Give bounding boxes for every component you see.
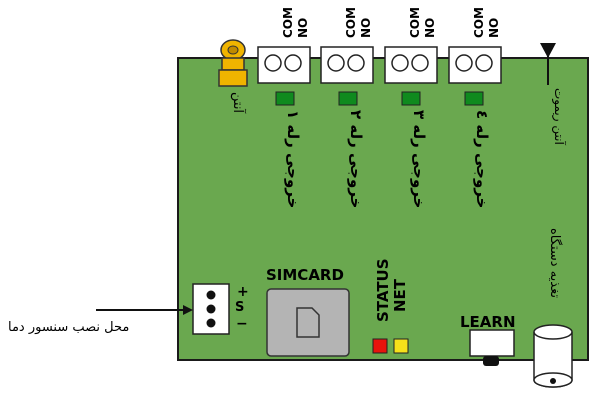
relay-4-com-label: COM: [472, 7, 486, 38]
remote-antenna-label: آنتن ریموت: [552, 88, 566, 145]
sensor-caption: محل نصب سنسور دما: [8, 320, 130, 335]
sensor-minus-label: −: [236, 316, 248, 332]
relay-1-output-label: خروجی رله ۱: [284, 110, 302, 209]
sensor-s-label: S: [235, 300, 245, 315]
learn-button: [469, 329, 515, 366]
relay-2-no-label: NO: [359, 17, 373, 38]
power-jack-icon: [533, 324, 573, 388]
relay-4-output-label: خروجی رله ٤: [473, 110, 491, 209]
relay-1-no-label: NO: [296, 17, 310, 38]
sensor-plus-label: +: [237, 284, 249, 300]
relay-led-1: [275, 91, 295, 106]
relay-1-com-label: COM: [281, 7, 295, 38]
sensor-connector: [192, 283, 230, 335]
relay-2-output-label: خروجی رله ۲: [347, 110, 365, 209]
net-led-yellow: [393, 338, 409, 354]
net-label: NET: [391, 278, 409, 312]
simcard-label: SIMCARD: [266, 266, 344, 284]
relay-terminal-3: [384, 46, 438, 84]
pcb-board: [177, 57, 589, 361]
relay-3-com-label: COM: [408, 7, 422, 38]
relay-terminal-1: [257, 46, 311, 84]
relay-4-no-label: NO: [487, 17, 501, 38]
simcard-slot: [266, 288, 350, 357]
remote-antenna-icon: [540, 43, 556, 85]
learn-label: LEARN: [460, 313, 516, 331]
relay-3-output-label: خروجی رله ۳: [410, 110, 428, 209]
status-led-red: [372, 338, 388, 354]
power-label: تغذیه دستگاه: [547, 228, 562, 298]
status-label: STATUS: [374, 258, 392, 322]
antenna-connector-icon: [218, 39, 248, 87]
relay-led-3: [401, 91, 421, 106]
relay-2-com-label: COM: [344, 7, 358, 38]
sensor-arrow: [96, 305, 193, 315]
relay-led-4: [464, 91, 484, 106]
relay-led-2: [338, 91, 358, 106]
relay-terminal-2: [320, 46, 374, 84]
antenna-label: آنتن: [230, 92, 245, 114]
relay-3-no-label: NO: [423, 17, 437, 38]
relay-terminal-4: [448, 46, 502, 84]
